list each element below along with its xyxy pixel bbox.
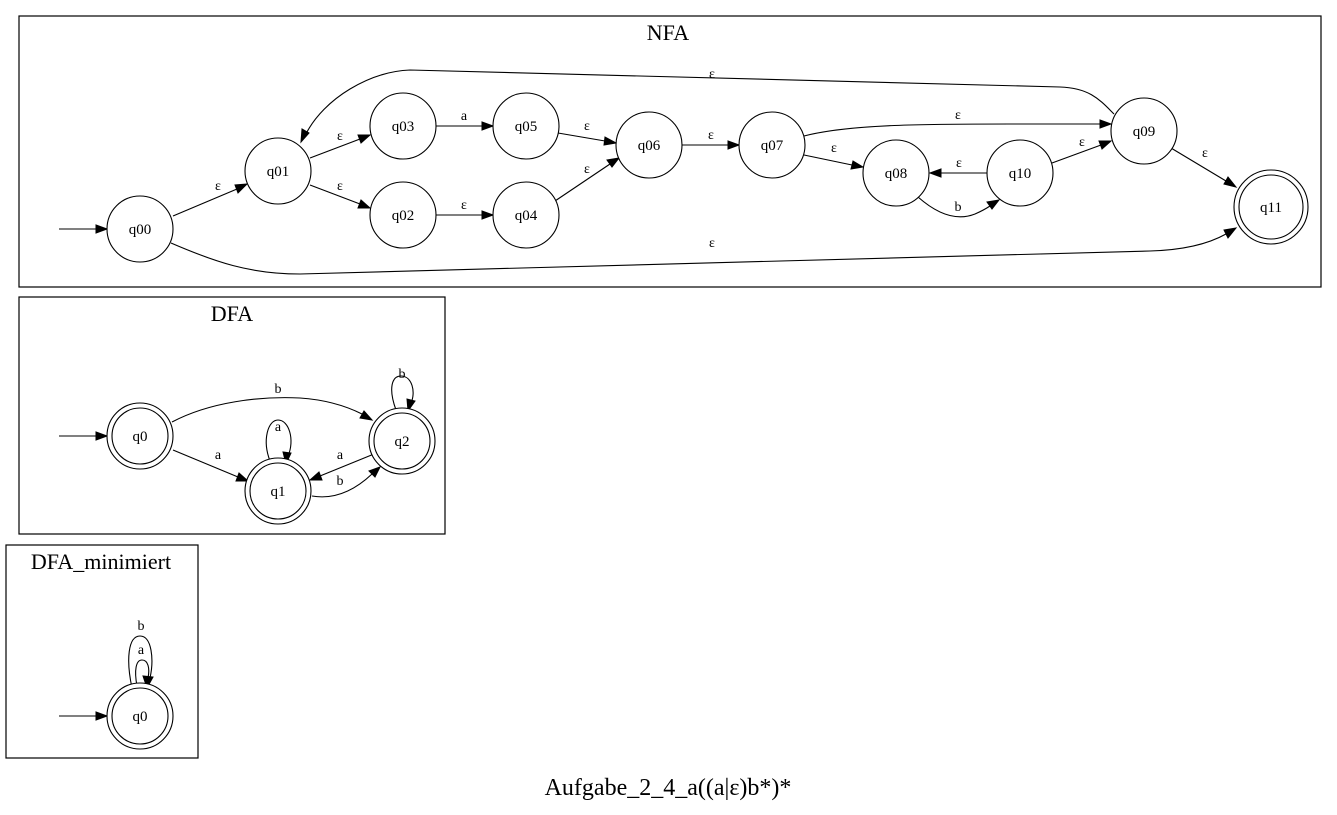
nfa-frame: [18, 15, 1322, 288]
nfa-state-q05: q05: [492, 92, 560, 160]
svg-text:q00: q00: [129, 222, 152, 238]
nfa-edge-q01-q03: ε: [309, 129, 372, 159]
nfa-edge-label: ε: [709, 67, 715, 82]
nfa-edge-q05-q06: ε: [557, 119, 618, 146]
dfa-edge-label: a: [215, 448, 222, 463]
dfa-edge-q1-q2: b: [311, 466, 382, 498]
dfa-loop-q1: a: [265, 419, 292, 466]
nfa-cluster: NFA ε ε ε ε a: [18, 15, 1322, 288]
nfa-edge-q03-q05: a: [436, 109, 495, 131]
dfa-state-q1: q1: [244, 457, 312, 525]
nfa-state-q01: q01: [244, 137, 312, 205]
dfa-edge-label: b: [337, 474, 344, 489]
dfa-loop-q2: b: [391, 367, 416, 413]
nfa-edge-q10-q08: ε: [928, 156, 987, 178]
nfa-state-q02: q02: [369, 181, 437, 249]
nfa-edge-label: ε: [708, 128, 714, 143]
svg-text:q05: q05: [515, 119, 538, 135]
svg-text:q02: q02: [392, 208, 415, 224]
svg-text:q0: q0: [133, 429, 148, 445]
dfa-min-edge-label: a: [138, 643, 145, 658]
dfa-min-edge-label: b: [138, 619, 145, 634]
nfa-edge-label: ε: [584, 162, 590, 177]
nfa-state-q07: q07: [738, 111, 806, 179]
nfa-edge-q00-q11: ε: [170, 227, 1238, 275]
dfa-start-arrow: [59, 431, 109, 441]
nfa-edge-label: a: [461, 109, 468, 124]
dfa-edge-q0-q1: a: [172, 448, 250, 482]
nfa-state-q03: q03: [369, 92, 437, 160]
nfa-edge-label: ε: [956, 156, 962, 171]
dfa-min-cluster: DFA_minimiert b a q0: [5, 544, 199, 759]
nfa-edge-label: b: [955, 200, 962, 215]
nfa-edge-q09-q11: ε: [1170, 146, 1238, 188]
svg-text:q06: q06: [638, 138, 661, 154]
nfa-state-q06: q06: [615, 111, 683, 179]
dfa-edge-label: b: [399, 367, 406, 382]
nfa-edge-q07-q09: ε: [803, 108, 1113, 137]
nfa-edge-q06-q07: ε: [682, 128, 741, 150]
dfa-min-start-arrow: [59, 711, 109, 721]
dfa-min-loop-b: b: [128, 619, 153, 689]
dfa-edge-q0-q2: b: [171, 382, 374, 423]
nfa-edge-label: ε: [337, 129, 343, 144]
nfa-start-arrow: [59, 224, 109, 234]
nfa-edge-label: ε: [337, 179, 343, 194]
svg-text:q07: q07: [761, 138, 784, 154]
dfa-edge-q2-q1: a: [308, 448, 375, 481]
nfa-state-q04: q04: [492, 181, 560, 249]
nfa-edge-q10-q09: ε: [1051, 135, 1113, 164]
nfa-edge-q09-q01: ε: [300, 67, 1115, 144]
dfa-min-state-q0: q0: [106, 682, 174, 750]
dfa-cluster: DFA b a a b a: [18, 296, 446, 535]
nfa-edge-label: ε: [831, 141, 837, 156]
svg-text:q09: q09: [1133, 124, 1156, 140]
nfa-edge-q07-q08: ε: [803, 141, 865, 170]
svg-text:q0: q0: [133, 709, 148, 725]
nfa-state-q09: q09: [1110, 97, 1178, 165]
svg-text:q10: q10: [1009, 166, 1032, 182]
nfa-title: NFA: [647, 20, 689, 45]
nfa-edge-label: ε: [584, 119, 590, 134]
nfa-state-q08: q08: [862, 139, 930, 207]
nfa-edge-label: ε: [1079, 135, 1085, 150]
diagram-caption: Aufgabe_2_4_a((a|ε)b*)*: [545, 775, 792, 801]
nfa-edge-q00-q01: ε: [172, 179, 249, 217]
dfa-state-q0: q0: [106, 402, 174, 470]
nfa-edge-label: ε: [215, 179, 221, 194]
nfa-edge-q01-q02: ε: [309, 179, 372, 209]
dfa-state-q2: q2: [368, 407, 436, 475]
nfa-state-q10: q10: [986, 139, 1054, 207]
nfa-state-q11: q11: [1233, 169, 1309, 245]
svg-text:q04: q04: [515, 208, 538, 224]
dfa-min-frame: [5, 544, 199, 759]
nfa-state-q00: q00: [106, 195, 174, 263]
dfa-frame: [18, 296, 446, 535]
nfa-edge-label: ε: [955, 108, 961, 123]
nfa-edge-q08-q10: b: [917, 196, 1001, 218]
nfa-edge-q04-q06: ε: [554, 157, 621, 202]
svg-text:q08: q08: [885, 166, 908, 182]
svg-text:q2: q2: [395, 434, 410, 450]
dfa-min-title: DFA_minimiert: [31, 549, 171, 574]
dfa-min-loop-a: a: [135, 643, 154, 690]
svg-text:q03: q03: [392, 119, 415, 135]
svg-text:q01: q01: [267, 164, 290, 180]
nfa-edge-q02-q04: ε: [436, 198, 495, 220]
nfa-edge-label: ε: [709, 236, 715, 251]
dfa-edge-label: a: [337, 448, 344, 463]
svg-text:q1: q1: [271, 484, 286, 500]
nfa-edge-label: ε: [461, 198, 467, 213]
svg-text:q11: q11: [1260, 200, 1282, 216]
dfa-title: DFA: [211, 301, 253, 326]
dfa-edge-label: b: [275, 382, 282, 397]
nfa-edge-label: ε: [1202, 146, 1208, 161]
dfa-edge-label: a: [275, 420, 282, 435]
